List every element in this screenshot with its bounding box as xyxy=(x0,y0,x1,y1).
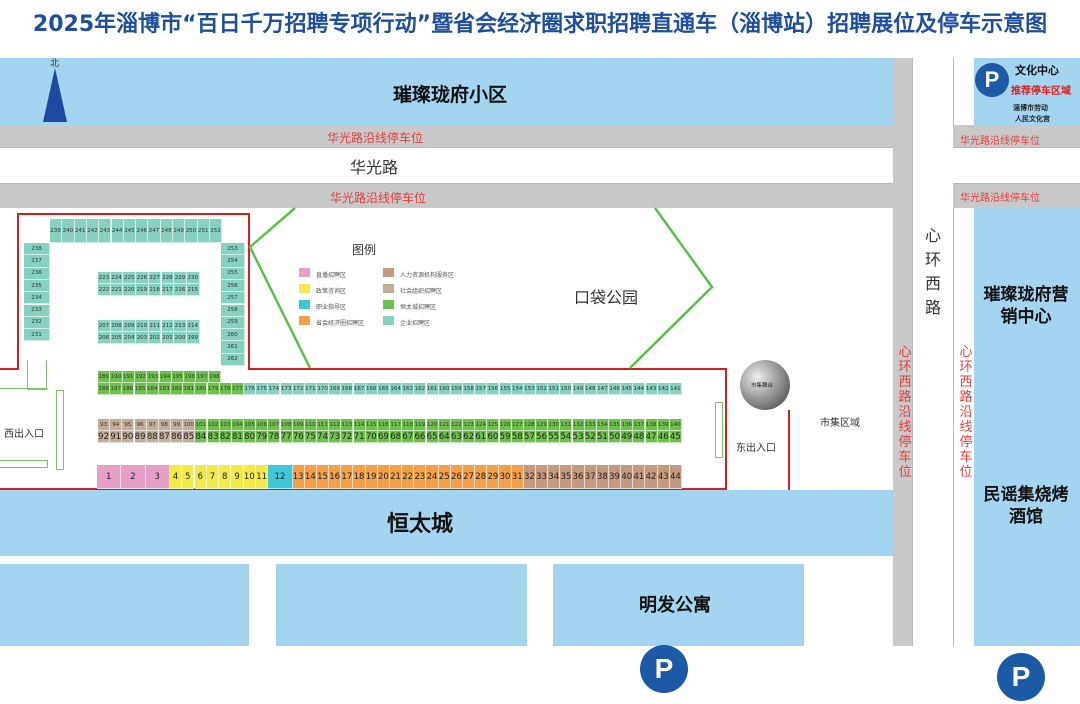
map-title: 2025年淄博市“百日千万招聘专项行动”暨省会经济圈求职招聘直通车（淄博站）招聘… xyxy=(32,12,1048,37)
hengtai-label: 恒太城 xyxy=(386,512,453,537)
hengtai-block xyxy=(0,490,893,556)
market-border xyxy=(788,410,790,490)
xinhuan-west-road xyxy=(912,58,954,646)
market-stage-icon xyxy=(740,360,790,410)
bottom-block-2 xyxy=(276,564,527,646)
huaguang-road xyxy=(0,147,912,184)
legend-swatch-5 xyxy=(383,284,394,293)
legend-swatch-6 xyxy=(383,300,394,309)
xinhuan-parking-left-label: 心环西路沿线停车位 xyxy=(898,345,912,480)
legend-label-6: 恒太城招聘区 xyxy=(400,304,437,311)
legend-swatch-7 xyxy=(383,316,394,325)
labor-palace-line1: 淄博市劳动 xyxy=(1013,104,1048,112)
bottom-block-1 xyxy=(0,564,249,646)
venue-border-top xyxy=(17,213,250,215)
venue-border-mid xyxy=(248,368,726,370)
road-name-label: 华光路 xyxy=(350,158,399,177)
legend-label-1: 政策咨询区 xyxy=(316,288,347,295)
culture-center-label: 文化中心 xyxy=(1015,64,1059,77)
legend-title: 图例 xyxy=(352,243,377,257)
legend-label-5: 社会组织招聘区 xyxy=(400,288,443,295)
xinhuan-road-label: 心环西路 xyxy=(924,226,941,317)
right-road xyxy=(953,147,1080,184)
legend-swatch-4 xyxy=(383,268,394,277)
west-gate-guide-a xyxy=(27,360,47,390)
bbq-label: 民谣集烧烤酒馆 xyxy=(983,485,1069,527)
xinhuan-parking-right-label: 心环西路沿线停车位 xyxy=(959,345,973,480)
park-outline xyxy=(248,207,714,369)
venue-border-inner xyxy=(248,213,250,370)
market-stage-label: 市集舞台 xyxy=(751,383,774,389)
west-gate-guide-c xyxy=(0,460,48,468)
legend-label-0: 直播招聘区 xyxy=(316,272,347,279)
labor-palace-line2: 人民文化宫 xyxy=(1015,115,1050,123)
residential-label: 璀璨珑府小区 xyxy=(392,83,507,106)
road-parking-top-label: 华光路沿线停车位 xyxy=(327,131,424,145)
venue-area xyxy=(0,208,893,490)
venue-border-bottom xyxy=(0,488,727,490)
marketing-center-block xyxy=(974,208,1080,646)
mingfa-block xyxy=(553,564,804,646)
east-gate-post xyxy=(715,402,723,458)
east-entrance-label: 东出入口 xyxy=(736,443,776,454)
recommended-parking-label: 推荐停车区域 xyxy=(1011,86,1071,97)
legend-swatch-0 xyxy=(299,268,310,277)
venue-border-left xyxy=(17,213,19,370)
north-arrow-icon: 北 xyxy=(40,56,70,124)
right-road-strip-bottom xyxy=(953,184,1080,208)
road-parking-strip-bottom xyxy=(0,184,912,208)
parking-icon-bottom-center: P xyxy=(640,645,688,693)
west-gate-guide-b xyxy=(0,388,48,390)
west-entrance-label: 西出入口 xyxy=(4,429,44,440)
road-parking-bottom-label: 华光路沿线停车位 xyxy=(330,191,427,205)
right-road-strip-top xyxy=(953,125,1080,147)
pocket-park-label: 口袋公园 xyxy=(574,288,639,307)
legend-label-3: 省会经济圈招聘区 xyxy=(316,320,365,327)
parking-icon-top-right: P xyxy=(975,63,1009,97)
legend-swatch-1 xyxy=(299,284,310,293)
legend-label-7: 企业招聘区 xyxy=(400,320,431,327)
mingfa-label: 明发公寓 xyxy=(639,595,711,616)
parking-icon-bottom-right: P xyxy=(997,653,1045,701)
north-label: 北 xyxy=(50,59,60,69)
west-gate-post xyxy=(56,390,64,470)
residential-block xyxy=(0,58,893,125)
marketing-center-label: 璀璨珑府营销中心 xyxy=(983,285,1069,327)
right-parking-top-label: 华光路沿线停车位 xyxy=(960,136,1040,147)
legend-swatch-3 xyxy=(299,316,310,325)
road-parking-strip-top xyxy=(0,125,912,147)
venue-border-right xyxy=(725,368,727,490)
legend-label-4: 人力资源机构服务区 xyxy=(400,272,455,279)
legend-label-2: 职业指导区 xyxy=(316,304,347,311)
right-parking-bottom-label: 华光路沿线停车位 xyxy=(960,193,1040,204)
market-area-label: 市集区域 xyxy=(820,418,860,429)
venue-border-west-stub xyxy=(0,368,19,370)
legend-swatch-2 xyxy=(299,300,310,309)
